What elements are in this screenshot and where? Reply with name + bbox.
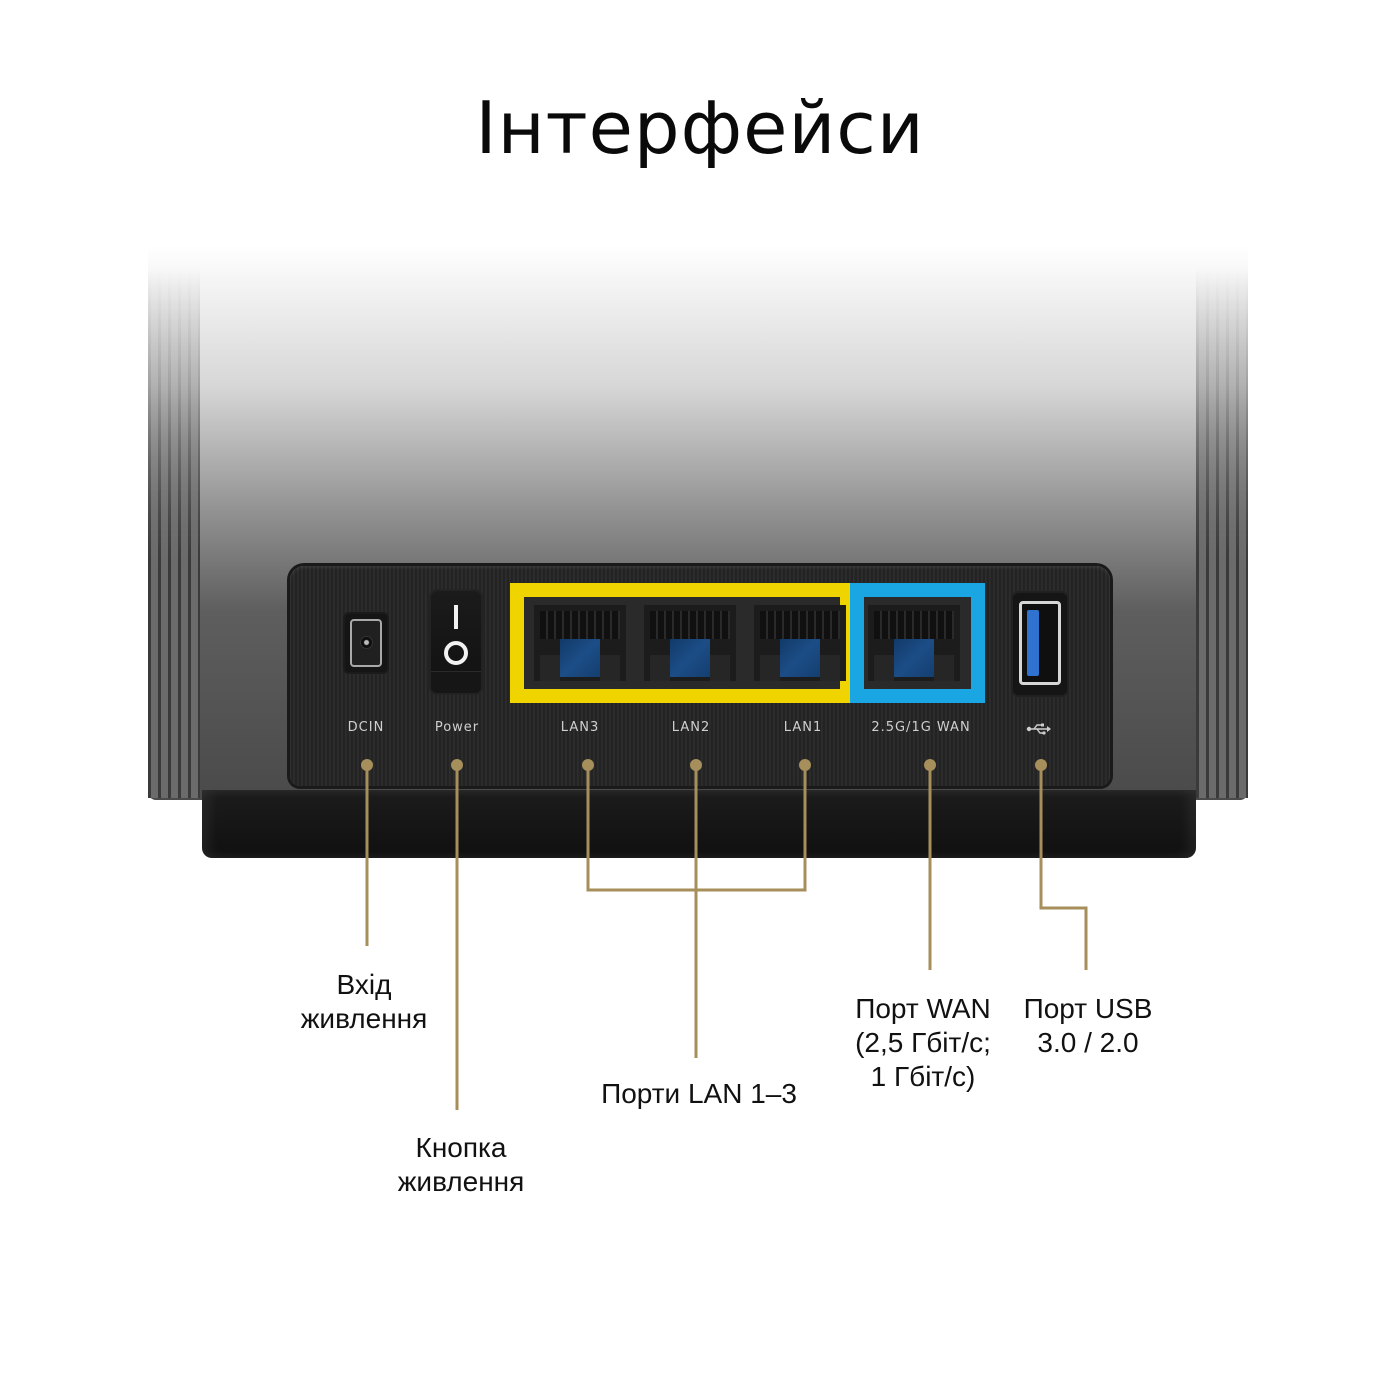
rj45-blue-insert	[670, 639, 710, 677]
callout-line: Вхід	[336, 969, 392, 1000]
callout-line: Кнопка	[415, 1132, 507, 1163]
port-label-wan: 2.5G/1G WAN	[871, 720, 971, 735]
usb-port	[1011, 591, 1069, 697]
wan-port-highlight	[850, 583, 985, 703]
callout-line: живлення	[397, 1166, 525, 1197]
lan2-port	[644, 605, 736, 681]
router-fins-left	[148, 210, 200, 798]
callout-line: Порти LAN 1–3	[601, 1078, 797, 1109]
rj45-shoulder	[540, 655, 560, 681]
rj45-shoulder	[820, 655, 840, 681]
port-label-dcin: DCIN	[347, 720, 385, 735]
port-label-lan1: LAN1	[783, 720, 823, 735]
callout-dc-input: Вхід живлення	[301, 968, 428, 1036]
power-switch-lower	[431, 671, 481, 693]
callout-wan-port: Порт WAN (2,5 Гбіт/с; 1 Гбіт/с)	[855, 992, 991, 1094]
port-label-lan3: LAN3	[560, 720, 600, 735]
rj45-shoulder	[874, 655, 894, 681]
rj45-shoulder	[650, 655, 670, 681]
callout-power-button: Кнопка живлення	[398, 1131, 525, 1199]
usb-icon	[1026, 723, 1051, 735]
dc-jack-frame	[350, 619, 382, 667]
rj45-blue-insert	[560, 639, 600, 677]
callout-line: Порт USB	[1023, 993, 1153, 1024]
callout-lan-ports: Порти LAN 1–3	[601, 1077, 797, 1111]
rj45-shoulder	[934, 655, 954, 681]
callout-line: Порт WAN	[855, 993, 991, 1024]
wan-port	[868, 605, 960, 681]
power-switch	[431, 591, 481, 693]
rj45-blue-insert	[780, 639, 820, 677]
dc-input-jack	[343, 612, 389, 674]
dc-jack-hole-icon	[360, 636, 373, 649]
callout-line: 3.0 / 2.0	[1037, 1027, 1139, 1058]
callout-line: (2,5 Гбіт/с;	[855, 1027, 991, 1058]
lan-ports-highlight	[510, 583, 854, 703]
usb-shell	[1019, 601, 1061, 685]
rj45-contacts	[540, 611, 620, 639]
lan3-port	[534, 605, 626, 681]
rj45-shoulder	[600, 655, 620, 681]
rj45-shoulder	[760, 655, 780, 681]
callout-line: 1 Гбіт/с)	[870, 1061, 976, 1092]
power-on-symbol-icon	[454, 605, 458, 629]
port-label-lan2: LAN2	[671, 720, 711, 735]
callout-usb-port: Порт USB 3.0 / 2.0	[1024, 992, 1153, 1060]
router-fins-right	[1196, 210, 1248, 798]
power-off-symbol-icon	[444, 641, 468, 665]
rj45-contacts	[874, 611, 954, 639]
page-title: Інтерфейси	[475, 86, 925, 170]
callout-line: живлення	[300, 1003, 428, 1034]
lan1-port	[754, 605, 846, 681]
rj45-shoulder	[710, 655, 730, 681]
rj45-contacts	[760, 611, 840, 639]
port-label-power: Power	[434, 720, 480, 735]
rj45-blue-insert	[894, 639, 934, 677]
rj45-contacts	[650, 611, 730, 639]
usb-blue-tongue	[1027, 610, 1039, 676]
